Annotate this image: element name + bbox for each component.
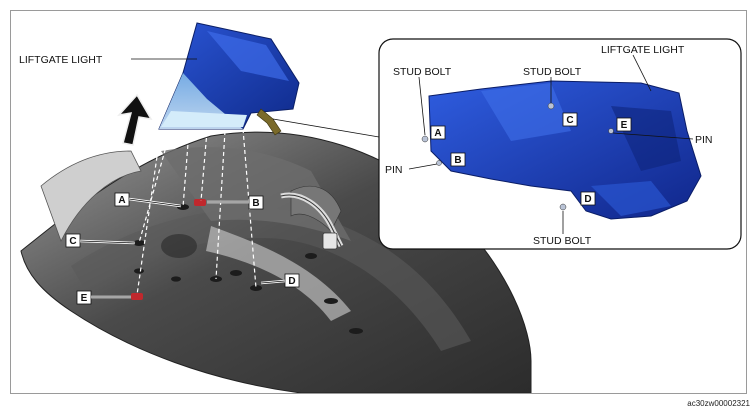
pin-right-label: PIN [695, 134, 713, 146]
pin-left-label: PIN [385, 164, 403, 176]
svg-text:B: B [454, 155, 461, 166]
harness-connector [280, 192, 344, 250]
inset-callout-e: E [616, 117, 632, 132]
callout-b: B [207, 195, 264, 210]
liftgate-light-diagram: LIFTGATE LIGHT A B C D E [19, 22, 742, 393]
liftgate-light-label: LIFTGATE LIGHT [19, 54, 103, 66]
svg-text:C: C [566, 115, 573, 126]
inset-callout-c: C [562, 112, 578, 127]
stud-bolt-center-label: STUD BOLT [523, 66, 582, 78]
inset-callout-a: A [430, 125, 446, 140]
callout-e: E [76, 290, 131, 305]
inset-callout-b: B [450, 152, 466, 167]
pin-left-leader [408, 163, 438, 170]
inset-leader [272, 118, 380, 138]
stud-bolt-left-leader [418, 76, 426, 136]
callout-d: D [260, 273, 300, 288]
svg-text:D: D [288, 276, 295, 287]
liftgate-light-exploded [158, 22, 300, 136]
callout-a: A [114, 192, 182, 208]
svg-text:D: D [584, 194, 591, 205]
svg-text:B: B [252, 198, 259, 209]
figure-code: ac30zw00002321 [687, 399, 750, 408]
pin-b-marker [194, 199, 206, 206]
inset-lamp-leader [632, 54, 652, 92]
pin-e-marker [131, 293, 143, 300]
svg-text:E: E [81, 293, 88, 304]
svg-text:C: C [69, 236, 76, 247]
pin-right-leader [612, 132, 694, 140]
svg-text:E: E [621, 120, 628, 131]
stud-bolt-left-label: STUD BOLT [393, 66, 452, 78]
stud-bolt-bottom-label: STUD BOLT [533, 235, 592, 247]
inset-liftgate-light-label: LIFTGATE LIGHT [601, 44, 685, 56]
svg-text:A: A [434, 128, 441, 139]
inset-callout-d: D [580, 191, 596, 206]
svg-text:A: A [118, 195, 125, 206]
callout-c: C [65, 233, 136, 248]
inset-detail: LIFTGATE LIGHT STUD BOLT STUD BOLT STUD … [378, 38, 742, 250]
diagram-frame: LIFTGATE LIGHT A B C D E [10, 10, 747, 394]
removal-direction-arrow-icon [117, 93, 153, 146]
